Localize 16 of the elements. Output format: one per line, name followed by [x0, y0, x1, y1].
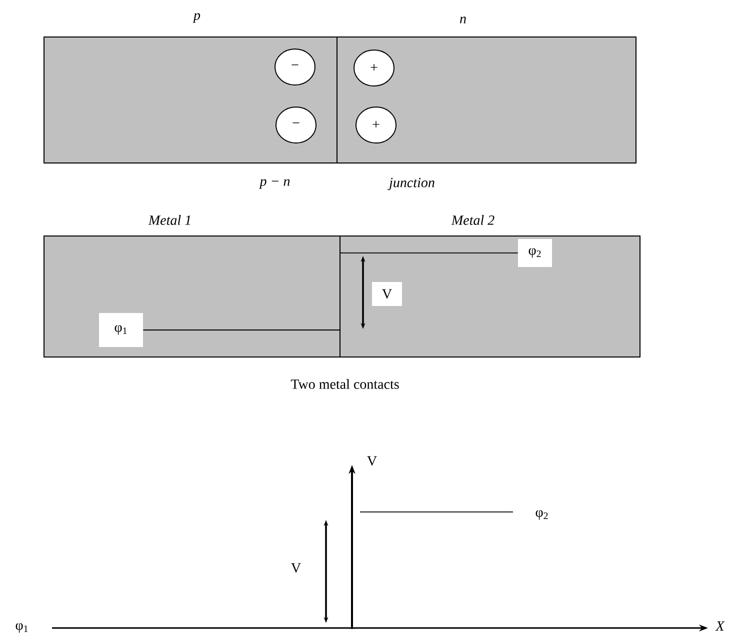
level-line: [340, 252, 518, 254]
text-label: junction: [388, 178, 434, 190]
node-label: p: [192, 13, 200, 23]
text-label: Two metal contacts: [290, 379, 399, 389]
text-label: X: [715, 621, 725, 631]
symbol-label: V: [372, 282, 402, 306]
text-label: φ$_{2}$: [536, 510, 548, 520]
node-label: Metal 2: [451, 215, 494, 225]
node-label: n: [460, 16, 466, 24]
symbol-label: φ$_{2}$: [518, 238, 552, 267]
text-label: V: [291, 563, 301, 573]
node-label: Metal 1: [148, 215, 190, 225]
text-label: V: [367, 456, 377, 466]
text-label: φ$_{1}$: [16, 623, 28, 633]
text-label: p − n: [258, 179, 290, 189]
symbol-label: φ$_{1}$: [99, 312, 143, 347]
